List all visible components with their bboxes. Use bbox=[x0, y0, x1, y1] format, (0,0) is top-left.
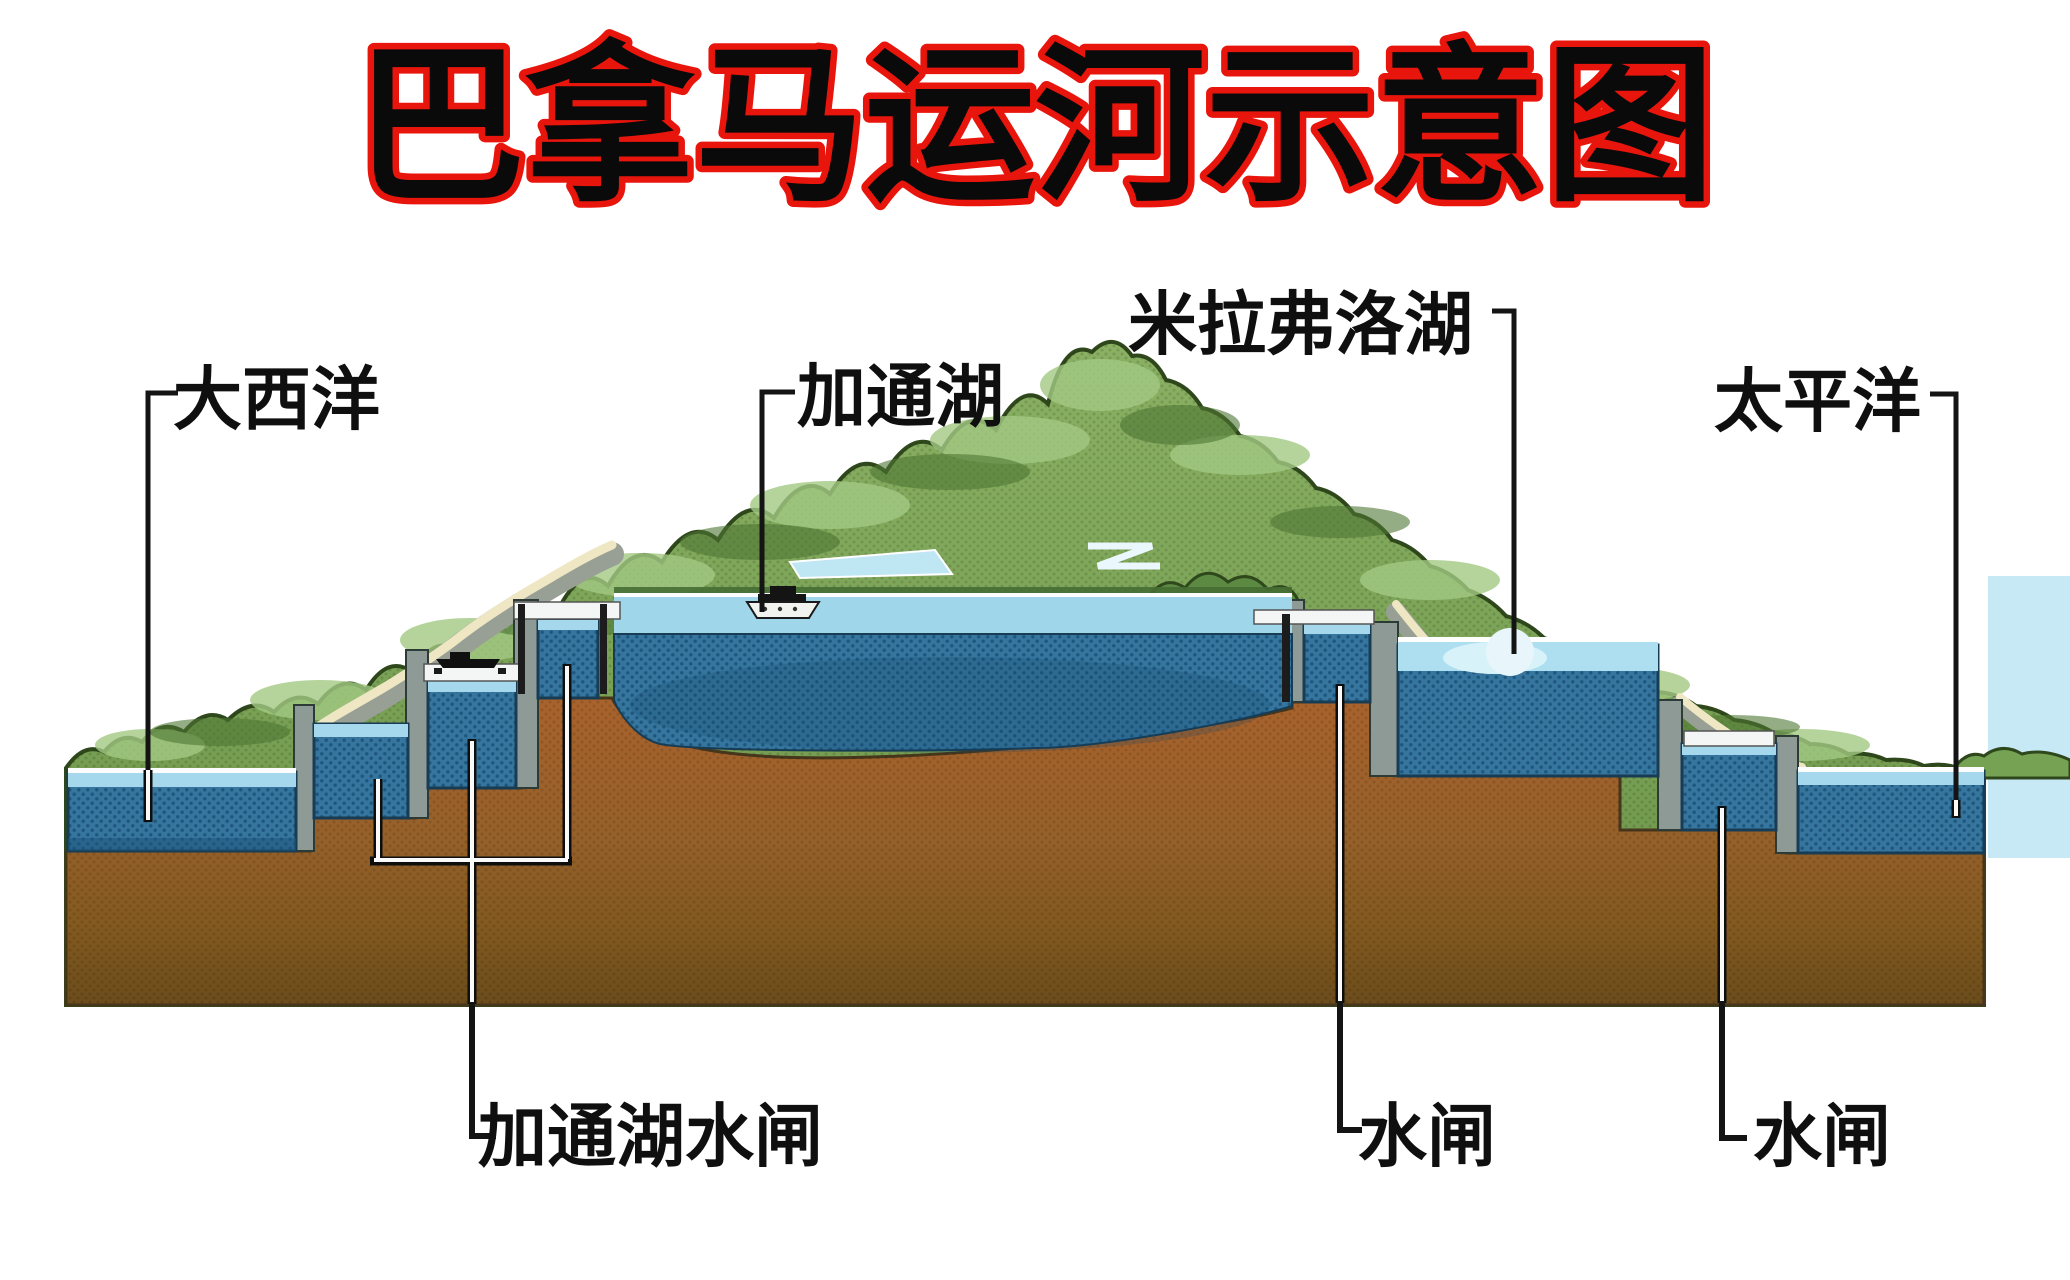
canal-path-cream-left bbox=[301, 540, 617, 740]
gate-bar-2 bbox=[513, 601, 621, 620]
gate-bar-3 bbox=[1253, 609, 1375, 625]
gatun-lake-leader bbox=[759, 389, 795, 612]
mountain-ridge bbox=[64, 339, 1986, 1008]
lake-back-bay bbox=[788, 548, 954, 580]
lock-chamber-4 bbox=[1302, 621, 1372, 704]
gate-post bbox=[518, 604, 525, 694]
atlantic-water bbox=[66, 768, 298, 853]
label-miraflores-lake: 米拉弗洛湖 bbox=[1128, 286, 1473, 363]
mountain-inlet-zigzag bbox=[1088, 542, 1160, 570]
label-gatun-lake: 加通湖 bbox=[797, 358, 1004, 435]
lock-walls bbox=[293, 599, 1799, 854]
boat-in-lock-chamber bbox=[436, 652, 500, 668]
gatun-locks-leader bbox=[370, 664, 572, 1139]
lock-chamber-1 bbox=[312, 722, 410, 820]
lock1-leader bbox=[1335, 684, 1362, 1133]
ship-on-gatun-lake bbox=[745, 586, 821, 619]
label-lock-2: 水闸 bbox=[1753, 1098, 1891, 1175]
lock-gates bbox=[423, 601, 1775, 747]
leader-lines bbox=[143, 308, 1961, 1141]
gate-post bbox=[600, 604, 607, 694]
gate-bar-4 bbox=[1683, 730, 1775, 747]
lock-chamber-5 bbox=[1680, 742, 1778, 832]
miraflores-leader bbox=[1492, 308, 1517, 654]
label-gatun-locks: 加通湖水闸 bbox=[478, 1098, 823, 1175]
label-atlantic: 大西洋 bbox=[173, 361, 380, 438]
atlantic-leader bbox=[145, 390, 178, 770]
label-pacific: 太平洋 bbox=[1714, 363, 1921, 440]
gate-post bbox=[1282, 614, 1290, 702]
far-pacific-sea bbox=[1988, 576, 2070, 858]
pacific-leader bbox=[1930, 391, 1959, 800]
lock2-leader bbox=[1717, 806, 1747, 1141]
page-title: 巴拿马运河示意图 bbox=[355, 32, 1715, 222]
gatun-lake-water bbox=[613, 587, 1293, 753]
label-lock-1: 水闸 bbox=[1358, 1098, 1496, 1175]
